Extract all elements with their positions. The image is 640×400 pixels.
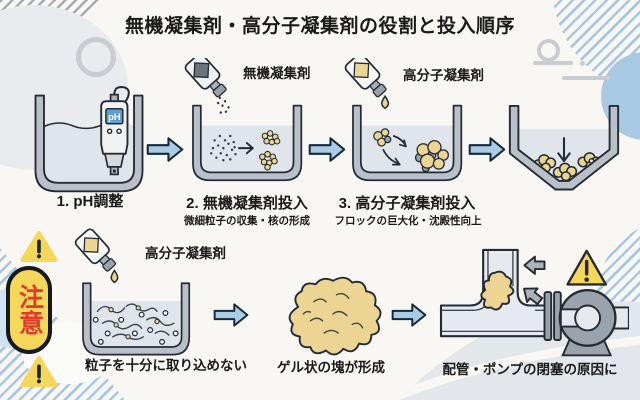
ph-beaker-illustration: pH — [34, 86, 144, 193]
ph-meter-display: pH — [108, 112, 121, 122]
liquid-bottle-icon — [344, 58, 387, 98]
caution-badge-label: 注意 — [15, 284, 44, 336]
step3-title: 3. 高分子凝集剤投入 — [338, 195, 476, 212]
warning-triangle-icon — [20, 356, 58, 387]
step3-subtitle: フロックの巨大化・沈殿性向上 — [334, 215, 482, 227]
deco-speed-line-1 — [533, 61, 573, 65]
step2-subtitle: 微細粒子の収集・核の形成 — [184, 215, 310, 227]
beaker — [192, 104, 303, 182]
pump-icon — [543, 289, 629, 357]
arrow-right-icon — [146, 137, 184, 162]
settling-tank-illustration — [508, 104, 620, 191]
deco-stripes-top-left — [0, 0, 100, 92]
caution-bottle-label: 高分子凝集剤 — [145, 246, 226, 261]
deco-speed-line-2 — [562, 76, 610, 80]
step1-title: 1. pH調整 — [56, 193, 124, 210]
beaker — [352, 104, 463, 182]
page-title: 無機凝集剤・高分子凝集剤の役割と投入順序 — [124, 16, 515, 37]
arrow-right-icon — [308, 137, 346, 162]
caution-caption-2: ゲル状の塊が形成 — [277, 360, 385, 375]
deco-ring-top-left — [76, 37, 116, 77]
pointer-arrows — [523, 255, 546, 306]
powder-bottle-icon — [184, 58, 227, 98]
caution-caption-3: 配管・ポンプの閉塞の原因に — [442, 362, 618, 377]
arrow-right-icon — [391, 303, 427, 327]
droplet-icon — [110, 269, 119, 284]
deco-stripes-circle-top-right — [552, 0, 640, 97]
clogged-pipe-pump-illustration — [439, 248, 629, 357]
caution-badge: 注意 — [6, 266, 52, 354]
small-floc — [373, 128, 392, 147]
step3-bottle-label: 高分子凝集剤 — [403, 68, 484, 83]
arrow-right-icon — [468, 137, 506, 162]
step2-bottle-label: 無機凝集剤 — [243, 66, 311, 81]
arrow-right-icon — [213, 303, 249, 327]
inorganic-coagulant-beaker-illustration — [184, 58, 303, 182]
polymer-coagulant-beaker-illustration — [344, 58, 463, 182]
liquid-bottle-icon — [74, 228, 117, 272]
warning-triangle-icon — [566, 249, 608, 286]
gel-blob — [288, 276, 382, 356]
caution-caption-1: 粒子を十分に取り込めない — [85, 358, 247, 373]
powder-sprinkle — [216, 96, 230, 114]
deco-ring-top-right — [537, 39, 560, 62]
gel-squiggles — [302, 292, 364, 334]
droplet-icon — [381, 94, 390, 110]
warning-triangle-icon — [20, 231, 58, 262]
deco-speed-dot — [580, 61, 585, 66]
gel-lump-illustration — [288, 276, 382, 356]
fine-particles — [209, 134, 237, 162]
step2-title: 2. 無機凝集剤投入 — [186, 195, 308, 212]
micro-floc-clusters — [259, 130, 281, 171]
